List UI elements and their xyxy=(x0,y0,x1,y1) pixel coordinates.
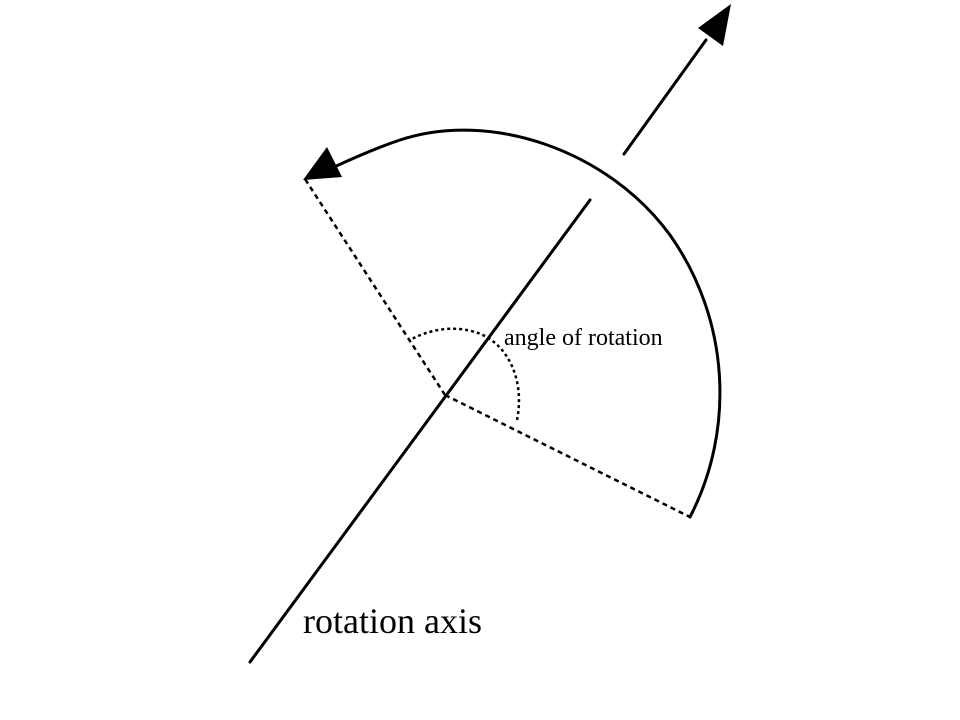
rotation-axis-upper-line xyxy=(622,38,708,156)
rotation-arc xyxy=(330,128,722,519)
rotation-arc-arrowhead xyxy=(303,147,342,180)
rotation-axis-line xyxy=(248,198,592,664)
rotation-axis-arrowhead xyxy=(698,4,731,46)
angle-of-rotation-label: angle of rotation xyxy=(504,325,663,351)
rotation-axis-label: rotation axis xyxy=(303,601,482,641)
angle-arc-dotted xyxy=(409,327,521,421)
start-radius-dashed-line xyxy=(444,393,691,519)
end-radius-dashed-line xyxy=(303,178,447,396)
